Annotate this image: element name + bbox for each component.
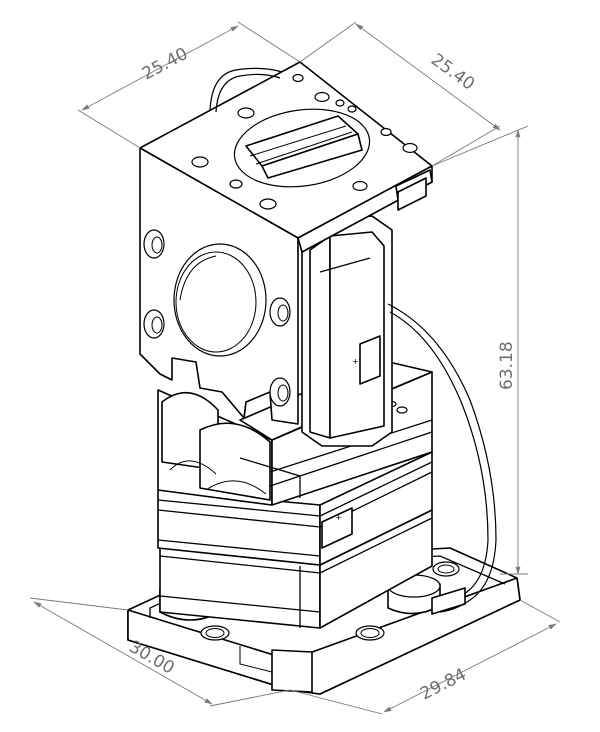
dim-label-top-left: 25.40 bbox=[139, 44, 191, 85]
front-bore bbox=[173, 243, 267, 357]
dim-label-height: 63.18 bbox=[497, 341, 517, 390]
side-rail: + bbox=[301, 215, 393, 447]
base-hole-front-right bbox=[355, 625, 385, 641]
base-hole-back-right bbox=[432, 561, 460, 577]
dim-label-top-right: 25.40 bbox=[427, 50, 478, 95]
face-holes bbox=[143, 229, 291, 407]
dimension-height: 63.18 bbox=[431, 125, 529, 575]
side-connector: - + bbox=[321, 507, 353, 549]
rail-connector: + bbox=[352, 335, 381, 385]
svg-text:- +: - + bbox=[330, 513, 342, 522]
svg-text:+: + bbox=[352, 357, 359, 366]
top-block bbox=[139, 61, 433, 425]
top-window bbox=[233, 108, 371, 188]
dim-label-base-depth: 29.84 bbox=[417, 665, 469, 705]
base-hole-front-left bbox=[200, 625, 230, 641]
